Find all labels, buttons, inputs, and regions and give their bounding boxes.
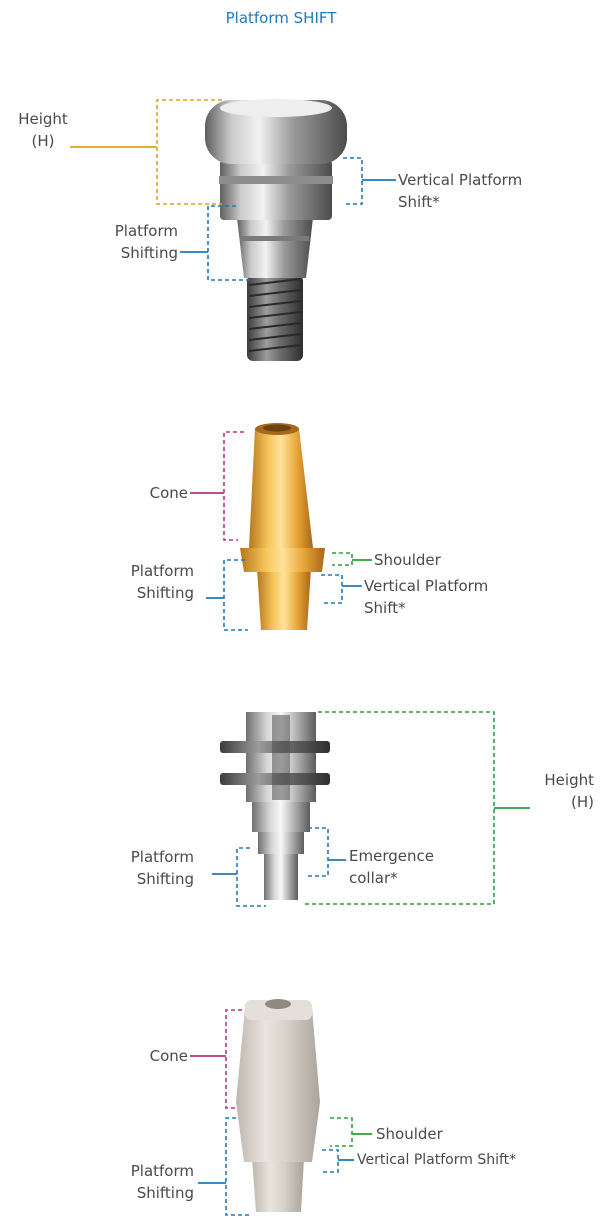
ceramic-abutment-image	[236, 999, 320, 1212]
cone-bracket-4	[225, 1009, 242, 1109]
cone-label-2: Cone	[149, 484, 188, 502]
platform-shifting-label-3: Platform Shifting	[130, 848, 194, 888]
shoulder-bracket-4	[330, 1117, 353, 1147]
platform-shifting-bracket-2	[223, 559, 248, 631]
titanium-base-image	[220, 712, 330, 900]
cone-bracket-2	[223, 431, 244, 541]
platform-shifting-bracket-3	[236, 847, 266, 907]
shoulder-label-2: Shoulder	[374, 551, 441, 569]
platform-shifting-label-1: Platform Shifting	[114, 222, 178, 262]
platform-shifting-label-2: Platform Shifting	[130, 562, 194, 602]
healing-abutment-image	[205, 99, 347, 361]
emergence-label-3: Emergence collar*	[349, 847, 434, 887]
vertical-shift-label-1: Vertical Platform Shift*	[398, 171, 523, 211]
gold-abutment-image	[240, 423, 325, 630]
vertical-shift-label-2: Vertical Platform Shift*	[364, 577, 489, 617]
platform-shifting-bracket-1	[207, 205, 250, 281]
shoulder-bracket-2	[332, 552, 353, 566]
shoulder-label-4: Shoulder	[376, 1125, 443, 1143]
vertical-shift-bracket-1	[343, 157, 363, 205]
page-title: Platform SHIFT	[225, 9, 337, 27]
cone-label-4: Cone	[149, 1047, 188, 1065]
height-bracket-3	[302, 711, 495, 905]
platform-shifting-bracket-4	[225, 1117, 250, 1216]
platform-shifting-label-4: Platform Shifting	[130, 1162, 194, 1202]
vertical-shift-bracket-2	[321, 574, 343, 604]
vertical-shift-bracket-4	[322, 1149, 339, 1173]
height-label-1: Height (H)	[18, 110, 68, 150]
emergence-bracket-3	[308, 827, 329, 877]
height-label-3: Height (H)	[544, 771, 594, 811]
vertical-shift-label-4: Vertical Platform Shift*	[357, 1152, 517, 1168]
